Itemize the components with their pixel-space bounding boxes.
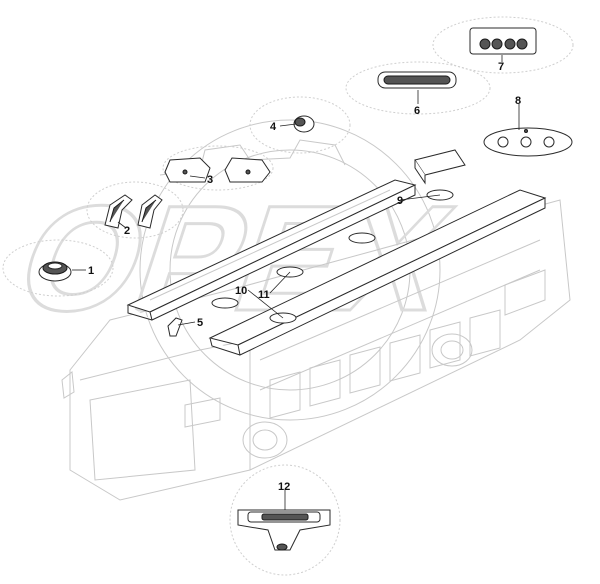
callout-4: 4: [270, 121, 277, 133]
callout-7: 7: [498, 61, 504, 73]
part-4-knob: [249, 96, 351, 154]
callout-3: 3: [207, 174, 213, 186]
callout-10: 10: [235, 285, 247, 297]
part-5-clip: [167, 317, 183, 337]
callout-labels: 1 2 3 4 5 6 7 8 9 10 11 12: [88, 61, 521, 493]
callout-9: 9: [397, 195, 403, 207]
bus-body-outline: [61, 199, 571, 501]
callout-5: 5: [197, 317, 203, 329]
part-10-left-rail: [126, 179, 417, 321]
part-bracket-upper: [414, 149, 466, 185]
callout-8: 8: [515, 95, 521, 107]
leader-lines: [72, 55, 520, 510]
part-6-light-strip: [345, 61, 491, 115]
callout-12: 12: [278, 481, 290, 493]
part-1-round-lamp: [2, 239, 114, 297]
callout-2: 2: [124, 225, 130, 237]
callout-6: 6: [414, 105, 420, 117]
part-2-trim-pieces: [86, 181, 184, 239]
callout-1: 1: [88, 265, 94, 277]
part-12-light-mount: [229, 464, 341, 576]
part-11-right-rail: [208, 189, 547, 356]
part-3-housings: [162, 145, 274, 191]
part-7-control-panel: [432, 16, 574, 74]
part-8-oval-panel: [483, 127, 573, 157]
callout-11: 11: [258, 289, 270, 301]
